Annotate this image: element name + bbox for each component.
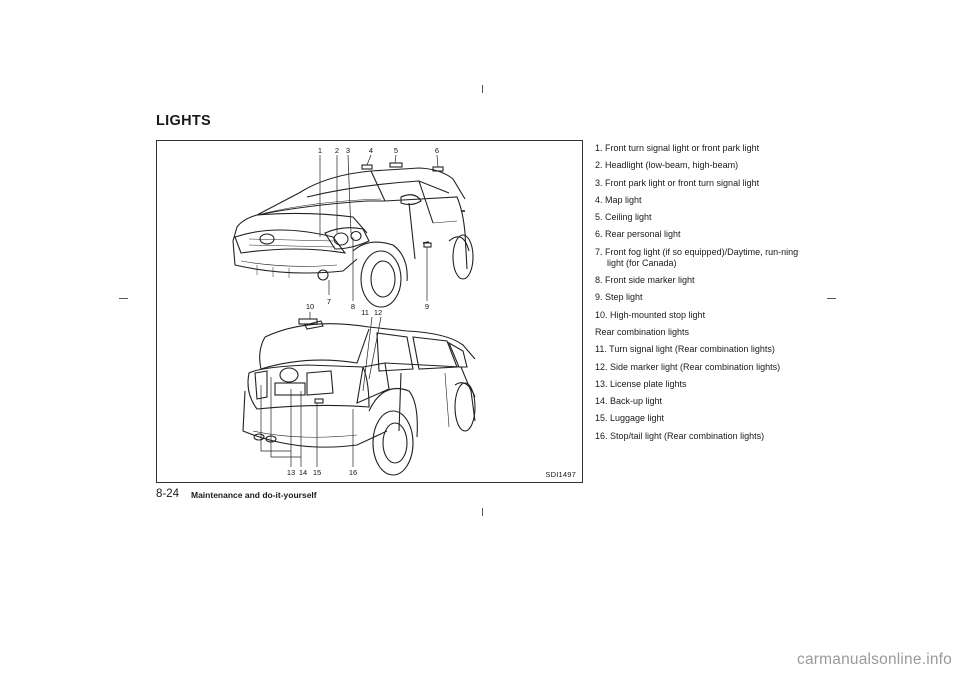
legend-item: 5. Ceiling light (595, 212, 652, 223)
legend-item: 7. Front fog light (if so equipped)/Dayt… (595, 246, 799, 268)
legend-item: 2. Headlight (low-beam, high-beam) (595, 160, 739, 171)
callout-11: 11 (361, 308, 369, 317)
callout-13: 13 (287, 468, 295, 477)
watermark-link[interactable]: carmanualsonline.info (797, 651, 952, 668)
legend-item: 4. Map light (595, 194, 642, 205)
callout-5: 5 (394, 146, 398, 155)
callout-4: 4 (369, 146, 373, 155)
callout-1: 1 (318, 146, 322, 155)
legend-group-heading: Rear combination lights (595, 326, 690, 337)
page-number: 8-24 (156, 488, 180, 500)
crop-mark-left (119, 298, 128, 299)
callout-3: 3 (346, 146, 350, 155)
legend-item: 13. License plate lights (595, 378, 687, 389)
legend-item: 1. Front turn signal light or front park… (595, 143, 760, 153)
crop-mark-right (827, 298, 836, 299)
lights-diagram: 1 2 3 4 5 6 7 8 9 10 11 12 13 14 15 16 S… (156, 140, 583, 483)
legend-item: 9. Step light (595, 292, 643, 303)
lights-legend: 1. Front turn signal light or front park… (595, 143, 810, 448)
legend-item: 11. Turn signal light (Rear combination … (595, 344, 775, 355)
callout-6: 6 (435, 146, 439, 155)
legend-item: 8. Front side marker light (595, 275, 695, 286)
callout-12: 12 (374, 308, 382, 317)
figure-code: SDI1497 (545, 470, 576, 479)
crop-mark-top (482, 85, 483, 93)
front-view-vehicle (232, 162, 474, 308)
crop-mark-bottom (482, 508, 483, 516)
front-callout-leaders (319, 154, 439, 301)
rear-view-vehicle (242, 318, 476, 476)
callout-7: 7 (327, 297, 331, 306)
legend-item: 15. Luggage light (595, 413, 665, 424)
callout-15: 15 (313, 468, 321, 477)
legend-item: 12. Side marker light (Rear combination … (595, 361, 781, 372)
legend-item: 6. Rear personal light (595, 229, 681, 240)
section-heading: LIGHTS (156, 113, 211, 129)
legend-item: 16. Stop/tail light (Rear combination li… (595, 430, 765, 441)
rear-callout-leaders (260, 312, 382, 467)
callout-14: 14 (299, 468, 307, 477)
callout-2: 2 (335, 146, 339, 155)
callout-9: 9 (425, 302, 429, 311)
legend-item: 10. High-mounted stop light (595, 309, 706, 320)
callout-16: 16 (349, 468, 357, 477)
section-title: Maintenance and do-it-yourself (191, 490, 317, 500)
legend-item: 14. Back-up light (595, 396, 663, 407)
callout-10: 10 (306, 302, 314, 311)
legend-item: 3. Front park light or front turn signal… (595, 177, 760, 188)
callout-8: 8 (351, 302, 355, 311)
vehicle-illustration: 1 2 3 4 5 6 7 8 9 10 11 12 13 14 15 16 (232, 146, 476, 477)
